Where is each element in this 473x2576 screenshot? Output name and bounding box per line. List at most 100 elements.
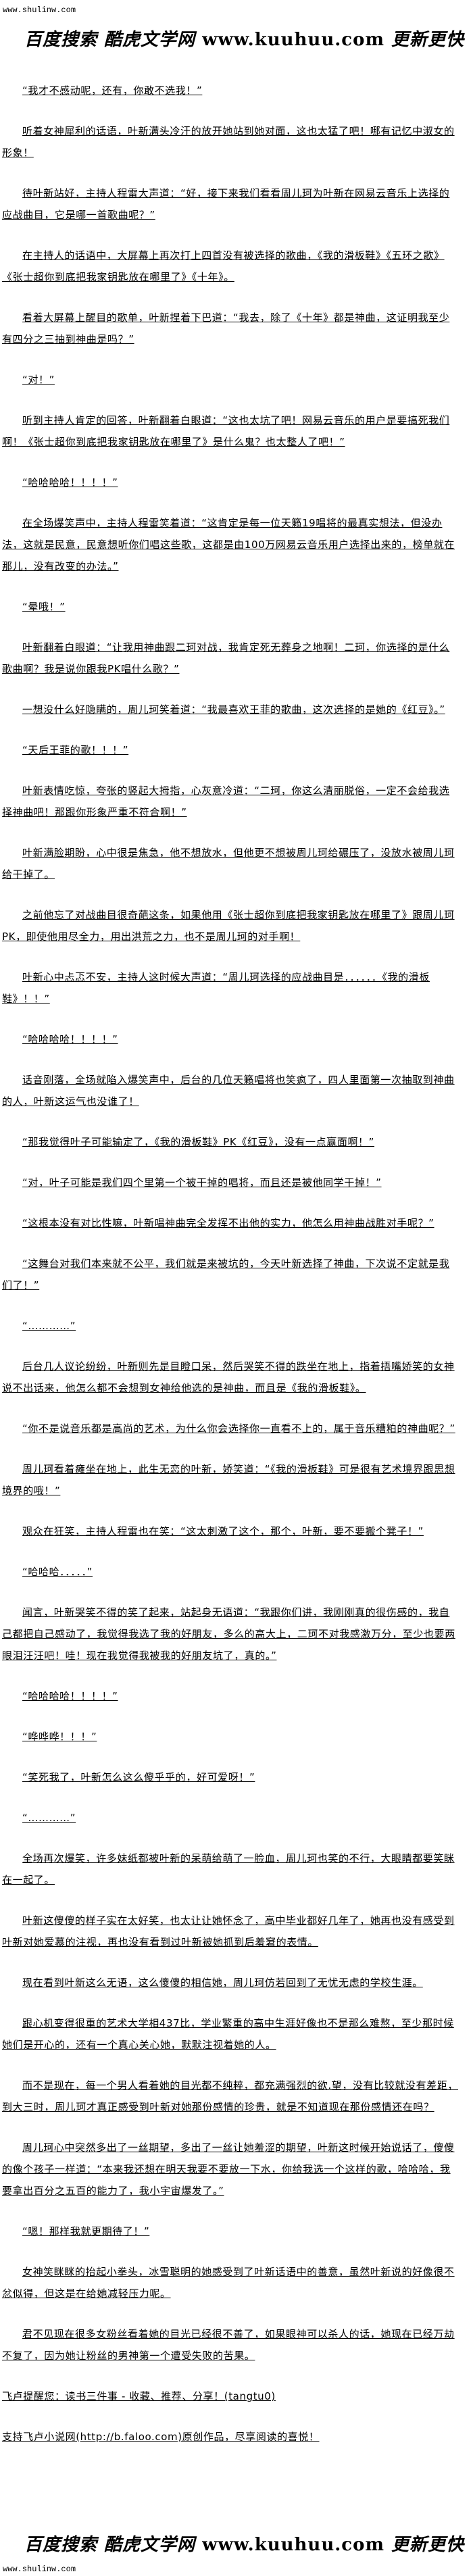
paragraph: 之前他忘了对战曲目很奇葩这条，如果他用《张士超你到底把我家钥匙放在哪里了》跟周儿… [2, 904, 459, 947]
paragraph-text: 听着女神犀利的话语，叶新满头冷汗的放开她站到她对面，这也太猛了吧！哪有记忆中淑女… [2, 125, 455, 159]
paragraph: “那我觉得叶子可能输定了，《我的滑板鞋》PK《红豆》，没有一点赢面啊！” [2, 1131, 459, 1153]
paragraph-text: 全场再次爆笑，许多妹纸都被叶新的呆萌给萌了一脸血，周儿珂也笑的不行，大眼睛都要笑… [2, 1852, 455, 1886]
site-url-bottom[interactable]: www.shulinw.com [3, 2565, 76, 2574]
paragraph: 一想没什么好隐瞒的，周儿珂笑着道：“我最喜欢王菲的歌曲，这次选择的是她的《红豆》… [2, 699, 459, 720]
logo-url: www.kuuhuu.com [202, 30, 384, 50]
site-logo-banner-top[interactable]: 百度搜索 酷虎文学网 www.kuuhuu.com 更新更快 [24, 26, 464, 53]
paragraph-text: 在全场爆笑声中，主持人程雷笑着道：“这肯定是每一位天籁19唱将的最真实想法，但没… [2, 517, 455, 572]
paragraph-text: 君不见现在很多女粉丝看着她的目光已经很不善了，如果眼神可以杀人的话，她现在已经万… [2, 2328, 455, 2362]
paragraph-text: “哗哗哗！！！” [22, 1731, 97, 1743]
paragraph: “晕哦！” [2, 596, 459, 618]
paragraph: 叶新这傻傻的样子实在太好笑，也太让让她怀念了，高中毕业都好几年了，她再也没有感受… [2, 1910, 459, 1953]
paragraph-text: 叶新表情吃惊，夸张的竖起大拇指，心灰意冷道：“二珂，你这么清丽脱俗，一定不会给我… [2, 785, 450, 818]
paragraph-text: “我才不感动呢，还有，你敢不选我！” [22, 84, 203, 97]
paragraph-text: 闻言，叶新哭笑不得的笑了起来，站起身无语道：“我跟你们讲，我刚刚真的很伤感的，我… [2, 1606, 455, 1662]
paragraph-text: “哈哈哈哈！！！！” [22, 1033, 118, 1045]
paragraph: 待叶新站好，主持人程雷大声道：“好，接下来我们看看周儿珂为叶新在网易云音乐上选择… [2, 182, 459, 226]
paragraph-text: 后台几人议论纷纷，叶新则先是目瞪口呆，然后哭笑不得的跌坐在地上，指着捂嘴娇笑的女… [2, 1360, 455, 1394]
paragraph: “对，叶子可能是我们四个里第一个被干掉的唱将，而且还是被他同学干掉！” [2, 1172, 459, 1193]
paragraph: 而不是现在，每一个男人看着她的目光都不纯粹，都充满强烈的欲.望，没有比较就没有差… [2, 2075, 459, 2118]
paragraph-text: “这舞台对我们本来就不公平，我们就是来被坑的，今天叶新选择了神曲，下次说不定就是… [2, 1258, 450, 1291]
paragraph-text: “对！” [22, 374, 55, 386]
paragraph: 后台几人议论纷纷，叶新则先是目瞪口呆，然后哭笑不得的跌坐在地上，指着捂嘴娇笑的女… [2, 1356, 459, 1399]
site-logo-banner-bottom[interactable]: 百度搜索 酷虎文学网 www.kuuhuu.com 更新更快 [24, 2531, 464, 2558]
paragraph-text: 在主持人的话语中，大屏幕上再次打上四首没有被选择的歌曲，《我的滑板鞋》《五环之歌… [2, 249, 445, 283]
paragraph-text: “哈哈哈．．．．．” [22, 1566, 93, 1578]
paragraph-text: “哈哈哈哈！！！！” [22, 476, 118, 489]
paragraph: 听着女神犀利的话语，叶新满头冷汗的放开她站到她对面，这也太猛了吧！哪有记忆中淑女… [2, 120, 459, 164]
paragraph: 叶新翻着白眼道：“让我用神曲跟二珂对战，我肯定死无葬身之地啊！二珂，你选择的是什… [2, 637, 459, 680]
paragraph: “笑死我了，叶新怎么这么傻乎乎的，好可爱呀！” [2, 1766, 459, 1788]
paragraph: 看着大屏幕上醒目的歌单，叶新捏着下巴道：“我去，除了《十年》都是神曲，这证明我至… [2, 307, 459, 350]
paragraph-text: 看着大屏幕上醒目的歌单，叶新捏着下巴道：“我去，除了《十年》都是神曲，这证明我至… [2, 312, 450, 345]
paragraph-text: 叶新满脸期盼，心中很是焦急，他不想放水，但他更不想被周儿珂给碾压了，没放水被周儿… [2, 847, 455, 881]
paragraph-text: “天后王菲的歌！！！” [22, 744, 129, 756]
paragraph: 跟心机变得很重的艺术大学相437比，学业繁重的高中生涯好像也不是那么难熬，至少那… [2, 2012, 459, 2056]
paragraph: “哗哗哗！！！” [2, 1726, 459, 1748]
paragraph: 话音刚落，全场就陷入爆笑声中，后台的几位天籁唱将也笑疯了，四人里面第一次抽取到神… [2, 1069, 459, 1112]
paragraph: “这舞台对我们本来就不公平，我们就是来被坑的，今天叶新选择了神曲，下次说不定就是… [2, 1253, 459, 1296]
paragraph: “这根本没有对比性嘛，叶新唱神曲完全发挥不出他的实力，他怎么用神曲战胜对手呢？” [2, 1212, 459, 1234]
paragraph: 周儿珂心中突然多出了一丝期望，多出了一丝让她羞涩的期望，叶新这时候开始说话了，傻… [2, 2137, 459, 2202]
paragraph-text: 之前他忘了对战曲目很奇葩这条，如果他用《张士超你到底把我家钥匙放在哪里了》跟周儿… [2, 909, 455, 943]
paragraph: “嗯！那样我就更期待了！” [2, 2221, 459, 2242]
paragraph: “天后王菲的歌！！！” [2, 739, 459, 761]
paragraph-text: “对，叶子可能是我们四个里第一个被干掉的唱将，而且还是被他同学干掉！” [22, 1176, 382, 1189]
paragraph-text: “嗯！那样我就更期待了！” [22, 2225, 150, 2237]
paragraph-text: 听到主持人肯定的回答，叶新翻着白眼道：“这也太坑了吧！网易云音乐的用户是要搞死我… [2, 414, 450, 448]
paragraph: 女神笑眯眯的抬起小拳头，冰雪聪明的她感受到了叶新话语中的善意，虽然叶新说的好像很… [2, 2261, 459, 2304]
paragraph: “哈哈哈哈！！！！” [2, 1685, 459, 1707]
paragraph-text: 周儿珂看着瘫坐在地上，此生无恋的叶新，娇笑道：“《我的滑板鞋》可是很有艺术境界跟… [2, 1463, 455, 1497]
logo-slogan: 更新更快 [391, 30, 465, 50]
paragraph: “你不是说音乐都是高尚的艺术，为什么你会选择你一直看不上的，属于音乐糟粕的神曲呢… [2, 1418, 459, 1439]
paragraph: 君不见现在很多女粉丝看着她的目光已经很不善了，如果眼神可以杀人的话，她现在已经万… [2, 2323, 459, 2367]
paragraph-text: 观众在狂笑，主持人程雷也在笑：“这太刺激了这个，那个，叶新，要不要搬个凳子！” [22, 1525, 424, 1537]
paragraph-text: 叶新心中忐忑不安，主持人这时候大声道：“周儿珂选择的应战曲目是．．．．．．《我的… [2, 971, 430, 1005]
paragraph-text: 女神笑眯眯的抬起小拳头，冰雪聪明的她感受到了叶新话语中的善意，虽然叶新说的好像很… [2, 2266, 455, 2300]
chapter-content: “我才不感动呢，还有，你敢不选我！” 听着女神犀利的话语，叶新满头冷汗的放开她站到… [2, 80, 459, 2467]
paragraph: 全场再次爆笑，许多妹纸都被叶新的呆萌给萌了一脸血，周儿珂也笑的不行，大眼睛都要笑… [2, 1848, 459, 1891]
logo-url: www.kuuhuu.com [202, 2535, 384, 2555]
paragraph: 闻言，叶新哭笑不得的笑了起来，站起身无语道：“我跟你们讲，我刚刚真的很伤感的，我… [2, 1602, 459, 1666]
paragraph-text: “晕哦！” [22, 601, 66, 613]
paragraph: “…………” [2, 1807, 459, 1829]
site-url-top[interactable]: www.shulinw.com [3, 5, 76, 15]
paragraph: “我才不感动呢，还有，你敢不选我！” [2, 80, 459, 101]
paragraph: 叶新满脸期盼，心中很是焦急，他不想放水，但他更不想被周儿珂给碾压了，没放水被周儿… [2, 842, 459, 885]
paragraph-text: “…………” [22, 1320, 76, 1332]
paragraph-text: “这根本没有对比性嘛，叶新唱神曲完全发挥不出他的实力，他怎么用神曲战胜对手呢？” [22, 1217, 434, 1229]
paragraph: 叶新表情吃惊，夸张的竖起大拇指，心灰意冷道：“二珂，你这么清丽脱俗，一定不会给我… [2, 780, 459, 823]
paragraph-text: 而不是现在，每一个男人看着她的目光都不纯粹，都充满强烈的欲.望，没有比较就没有差… [2, 2079, 458, 2113]
paragraph: 在全场爆笑声中，主持人程雷笑着道：“这肯定是每一位天籁19唱将的最真实想法，但没… [2, 512, 459, 577]
paragraph-text: “那我觉得叶子可能输定了，《我的滑板鞋》PK《红豆》，没有一点赢面啊！” [22, 1136, 375, 1148]
paragraph: “哈哈哈．．．．．” [2, 1561, 459, 1583]
footer-support-link-text: 支持飞卢小说网(http://b.faloo.com)原创作品，尽享阅读的喜悦！ [2, 2431, 320, 2443]
paragraph: “…………” [2, 1315, 459, 1337]
paragraph: “哈哈哈哈！！！！” [2, 472, 459, 493]
logo-chinese-name: 百度搜索 酷虎文学网 [24, 30, 196, 50]
footer-reminder: 飞卢提醒您：读书三件事 - 收藏、推荐、分享！(tangtu0) [2, 2385, 459, 2407]
paragraph-text: 一想没什么好隐瞒的，周儿珂笑着道：“我最喜欢王菲的歌曲，这次选择的是她的《红豆》… [22, 703, 445, 716]
paragraph-text: 叶新翻着白眼道：“让我用神曲跟二珂对战，我肯定死无葬身之地啊！二珂，你选择的是什… [2, 641, 450, 675]
paragraph-text: 周儿珂心中突然多出了一丝期望，多出了一丝让她羞涩的期望，叶新这时候开始说话了，傻… [2, 2141, 455, 2197]
paragraph-text: 跟心机变得很重的艺术大学相437比，学业繁重的高中生涯好像也不是那么难熬，至少那… [2, 2017, 454, 2051]
logo-slogan: 更新更快 [391, 2535, 465, 2555]
paragraph: 叶新心中忐忑不安，主持人这时候大声道：“周儿珂选择的应战曲目是．．．．．．《我的… [2, 966, 459, 1010]
paragraph-text: “哈哈哈哈！！！！” [22, 1690, 118, 1702]
footer-reminder-text: 飞卢提醒您：读书三件事 - 收藏、推荐、分享！(tangtu0) [2, 2390, 276, 2402]
paragraph-text: 待叶新站好，主持人程雷大声道：“好，接下来我们看看周儿珂为叶新在网易云音乐上选择… [2, 187, 450, 221]
paragraph: 观众在狂笑，主持人程雷也在笑：“这太刺激了这个，那个，叶新，要不要搬个凳子！” [2, 1520, 459, 1542]
paragraph: 周儿珂看着瘫坐在地上，此生无恋的叶新，娇笑道：“《我的滑板鞋》可是很有艺术境界跟… [2, 1458, 459, 1502]
paragraph: 听到主持人肯定的回答，叶新翻着白眼道：“这也太坑了吧！网易云音乐的用户是要搞死我… [2, 410, 459, 453]
paragraph-text: 话音刚落，全场就陷入爆笑声中，后台的几位天籁唱将也笑疯了，四人里面第一次抽取到神… [2, 1074, 455, 1108]
paragraph-text: 现在看到叶新这么无语，这么傻傻的相信她，周儿珂仿若回到了无忧无虑的学校生涯。 [22, 1977, 423, 1989]
paragraph-text: “笑死我了，叶新怎么这么傻乎乎的，好可爱呀！” [22, 1771, 255, 1783]
paragraph-text: “你不是说音乐都是高尚的艺术，为什么你会选择你一直看不上的，属于音乐糟粕的神曲呢… [22, 1422, 455, 1435]
paragraph: 现在看到叶新这么无语，这么傻傻的相信她，周儿珂仿若回到了无忧无虑的学校生涯。 [2, 1972, 459, 1993]
logo-chinese-name: 百度搜索 酷虎文学网 [24, 2535, 196, 2555]
paragraph-text: “…………” [22, 1812, 76, 1824]
paragraph: 在主持人的话语中，大屏幕上再次打上四首没有被选择的歌曲，《我的滑板鞋》《五环之歌… [2, 245, 459, 288]
footer-support-link[interactable]: 支持飞卢小说网(http://b.faloo.com)原创作品，尽享阅读的喜悦！ [2, 2426, 459, 2448]
paragraph-text: 叶新这傻傻的样子实在太好笑，也太让让她怀念了，高中毕业都好几年了，她再也没有感受… [2, 1914, 455, 1948]
paragraph: “哈哈哈哈！！！！” [2, 1029, 459, 1050]
